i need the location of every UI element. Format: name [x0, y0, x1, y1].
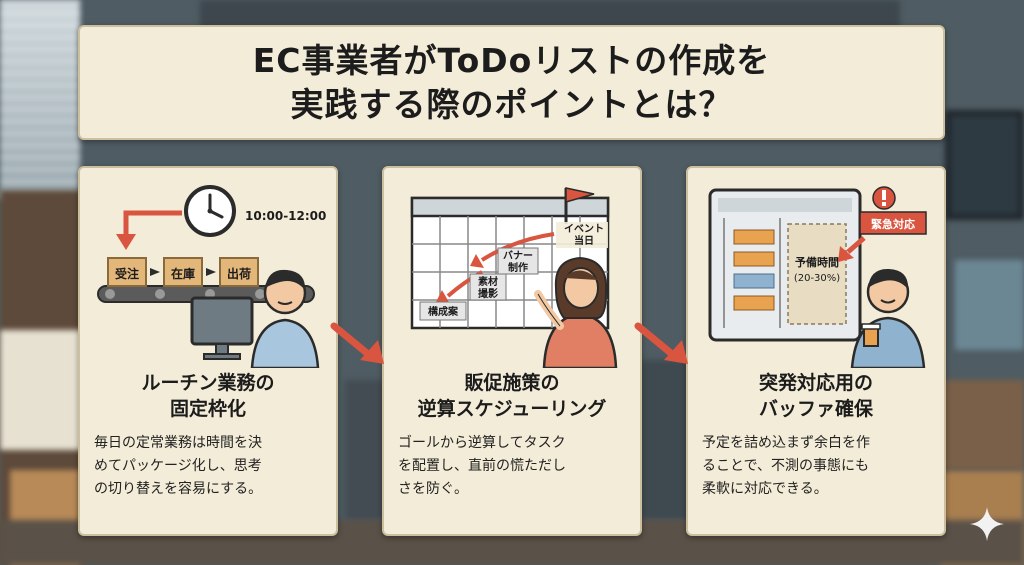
chair — [640, 360, 690, 520]
goal-label: イベント — [564, 223, 604, 235]
chair — [345, 380, 385, 520]
card-body-line: ることで、不測の事態にも — [702, 458, 870, 474]
card-title-line: 逆算スケジューリング — [417, 398, 607, 420]
task-label: 素材 — [478, 275, 498, 288]
card-title-line: バッファ確保 — [758, 398, 873, 420]
card-body-line: 毎日の定常業務は時間を決 — [94, 435, 262, 451]
card-routine: 10:00-12:00 受注 在庫 出荷 — [78, 166, 338, 536]
card-description: 毎日の定常業務は時間を決 めてパッケージ化し、思考 の切り替えを容易にする。 — [94, 432, 326, 501]
background-monitor — [945, 110, 1024, 220]
routine-illustration: 10:00-12:00 受注 在庫 出荷 — [97, 185, 326, 368]
clock-icon — [184, 185, 236, 237]
urgent-alert-icon — [838, 186, 927, 262]
office-worker-icon — [250, 269, 320, 368]
relaxed-worker-icon — [850, 268, 926, 368]
flow-arrow-icon — [634, 322, 688, 364]
window — [0, 0, 80, 200]
card-body-line: の切り替えを容易にする。 — [94, 481, 263, 497]
card-title-line: ルーチン業務の — [141, 372, 275, 394]
paper-stack — [0, 330, 90, 450]
title-line-1: EC事業者がToDoリストの作成を — [252, 40, 771, 80]
package-box-icon: 受注 — [107, 257, 147, 287]
card-description: 予定を詰め込まず余白を作 ることで、不測の事態にも 柔軟に対応できる。 — [702, 432, 934, 501]
step-label: 在庫 — [171, 266, 195, 281]
computer-monitor-icon — [190, 296, 254, 360]
sparkle-icon — [970, 507, 1004, 541]
desk — [940, 380, 1024, 470]
card-body-line: めてパッケージ化し、思考 — [94, 458, 262, 474]
coffee-cup-icon — [861, 323, 881, 347]
schedule-board-icon — [708, 188, 862, 342]
package-box-icon: 在庫 — [163, 257, 203, 287]
promotion-illustration: イベント 当日 バナー 制作 素材 撮影 構成案 — [410, 187, 618, 368]
task-label: 構成案 — [428, 305, 459, 318]
card-title-line: 販促施策の — [464, 372, 560, 394]
task-label: 撮影 — [478, 287, 498, 300]
buffer-illustration: 予備時間 (20-30%) 緊急対応 — [708, 186, 927, 368]
window-blinds — [0, 0, 80, 200]
card-body-line: ゴールから逆算してタスク — [398, 435, 566, 451]
card-buffer: 予備時間 (20-30%) 緊急対応 突発対応用の バッファ確保 予定を詰め込ま… — [686, 166, 946, 536]
card-title-line: 固定枠化 — [169, 398, 246, 420]
step-label: 出荷 — [227, 266, 251, 281]
card-body-line: 柔軟に対応できる。 — [702, 481, 828, 497]
card-body-line: 予定を詰め込まず余白を作 — [702, 435, 870, 451]
task-label: バナー — [503, 250, 533, 262]
loop-arrow-icon — [116, 210, 182, 250]
step-label: 受注 — [115, 266, 139, 281]
goal-flag-icon — [564, 187, 595, 224]
buffer-label: 予備時間 — [795, 255, 839, 269]
card-title: ルーチン業務の 固定枠化 — [80, 370, 336, 422]
package-box-icon: 出荷 — [219, 257, 259, 287]
goal-label: 当日 — [574, 234, 594, 247]
title-banner: EC事業者がToDoリストの作成を 実践する際のポイントとは？ — [78, 25, 945, 140]
urgent-label: 緊急対応 — [871, 217, 915, 231]
task-label: 制作 — [508, 261, 528, 274]
title-line-2: 実践する際のポイントとは？ — [290, 84, 733, 124]
time-label: 10:00-12:00 — [245, 209, 326, 223]
flow-arrow-icon — [330, 322, 384, 364]
card-body-line: を配置し、直前の慌ただし — [398, 458, 566, 474]
card-title-line: 突発対応用の — [758, 372, 873, 394]
card-description: ゴールから逆算してタスク を配置し、直前の慌ただし さを防ぐ。 — [398, 432, 630, 501]
card-promotion: イベント 当日 バナー 制作 素材 撮影 構成案 販促施策の 逆算スケジューリン… — [382, 166, 642, 536]
card-body-line: さを防ぐ。 — [398, 481, 468, 497]
card-title: 販促施策の 逆算スケジューリング — [384, 370, 640, 422]
background-monitor — [955, 260, 1024, 350]
buffer-label: (20-30%) — [794, 273, 840, 284]
card-title: 突発対応用の バッファ確保 — [688, 370, 944, 422]
pointing-woman-icon — [534, 256, 618, 368]
